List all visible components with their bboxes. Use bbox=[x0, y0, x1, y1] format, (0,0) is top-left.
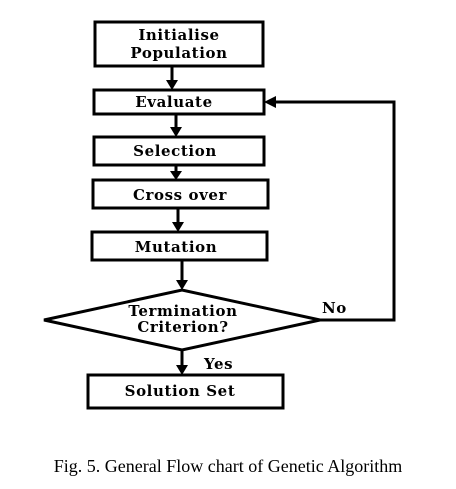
figure-caption: Fig. 5. General Flow chart of Genetic Al… bbox=[53, 456, 403, 476]
initialise-label-line1: Initialise bbox=[138, 26, 219, 44]
arrow-crossover-to-mutation bbox=[172, 208, 184, 232]
mutation-label: Mutation bbox=[135, 238, 218, 256]
crossover-node: Cross over bbox=[91, 178, 270, 210]
arrow-initialise-to-evaluate bbox=[166, 66, 178, 90]
termination-decision-node: Termination Criterion? bbox=[43, 288, 321, 352]
no-label: No bbox=[322, 299, 347, 317]
termination-label-line2: Criterion? bbox=[137, 318, 228, 336]
evaluate-label: Evaluate bbox=[135, 93, 212, 111]
crossover-label: Cross over bbox=[133, 186, 228, 204]
arrow-selection-to-crossover bbox=[170, 165, 182, 180]
evaluate-node: Evaluate bbox=[92, 88, 266, 116]
selection-node: Selection bbox=[92, 135, 266, 167]
mutation-node: Mutation bbox=[90, 230, 269, 262]
initialise-population-node: Initialise Population bbox=[93, 20, 265, 68]
solution-set-node: Solution Set bbox=[86, 373, 285, 410]
flowchart: Initialise Population Evaluate Selection… bbox=[43, 20, 396, 410]
arrow-mutation-to-termination bbox=[176, 260, 188, 290]
initialise-label-line2: Population bbox=[130, 44, 227, 62]
solution-set-label: Solution Set bbox=[125, 382, 236, 400]
selection-label: Selection bbox=[133, 142, 217, 160]
arrow-evaluate-to-selection bbox=[170, 114, 182, 137]
yes-label: Yes bbox=[203, 355, 233, 373]
arrow-termination-to-solution bbox=[176, 350, 188, 375]
termination-label-line1: Termination bbox=[128, 302, 237, 320]
arrow-no-loop bbox=[264, 96, 396, 322]
